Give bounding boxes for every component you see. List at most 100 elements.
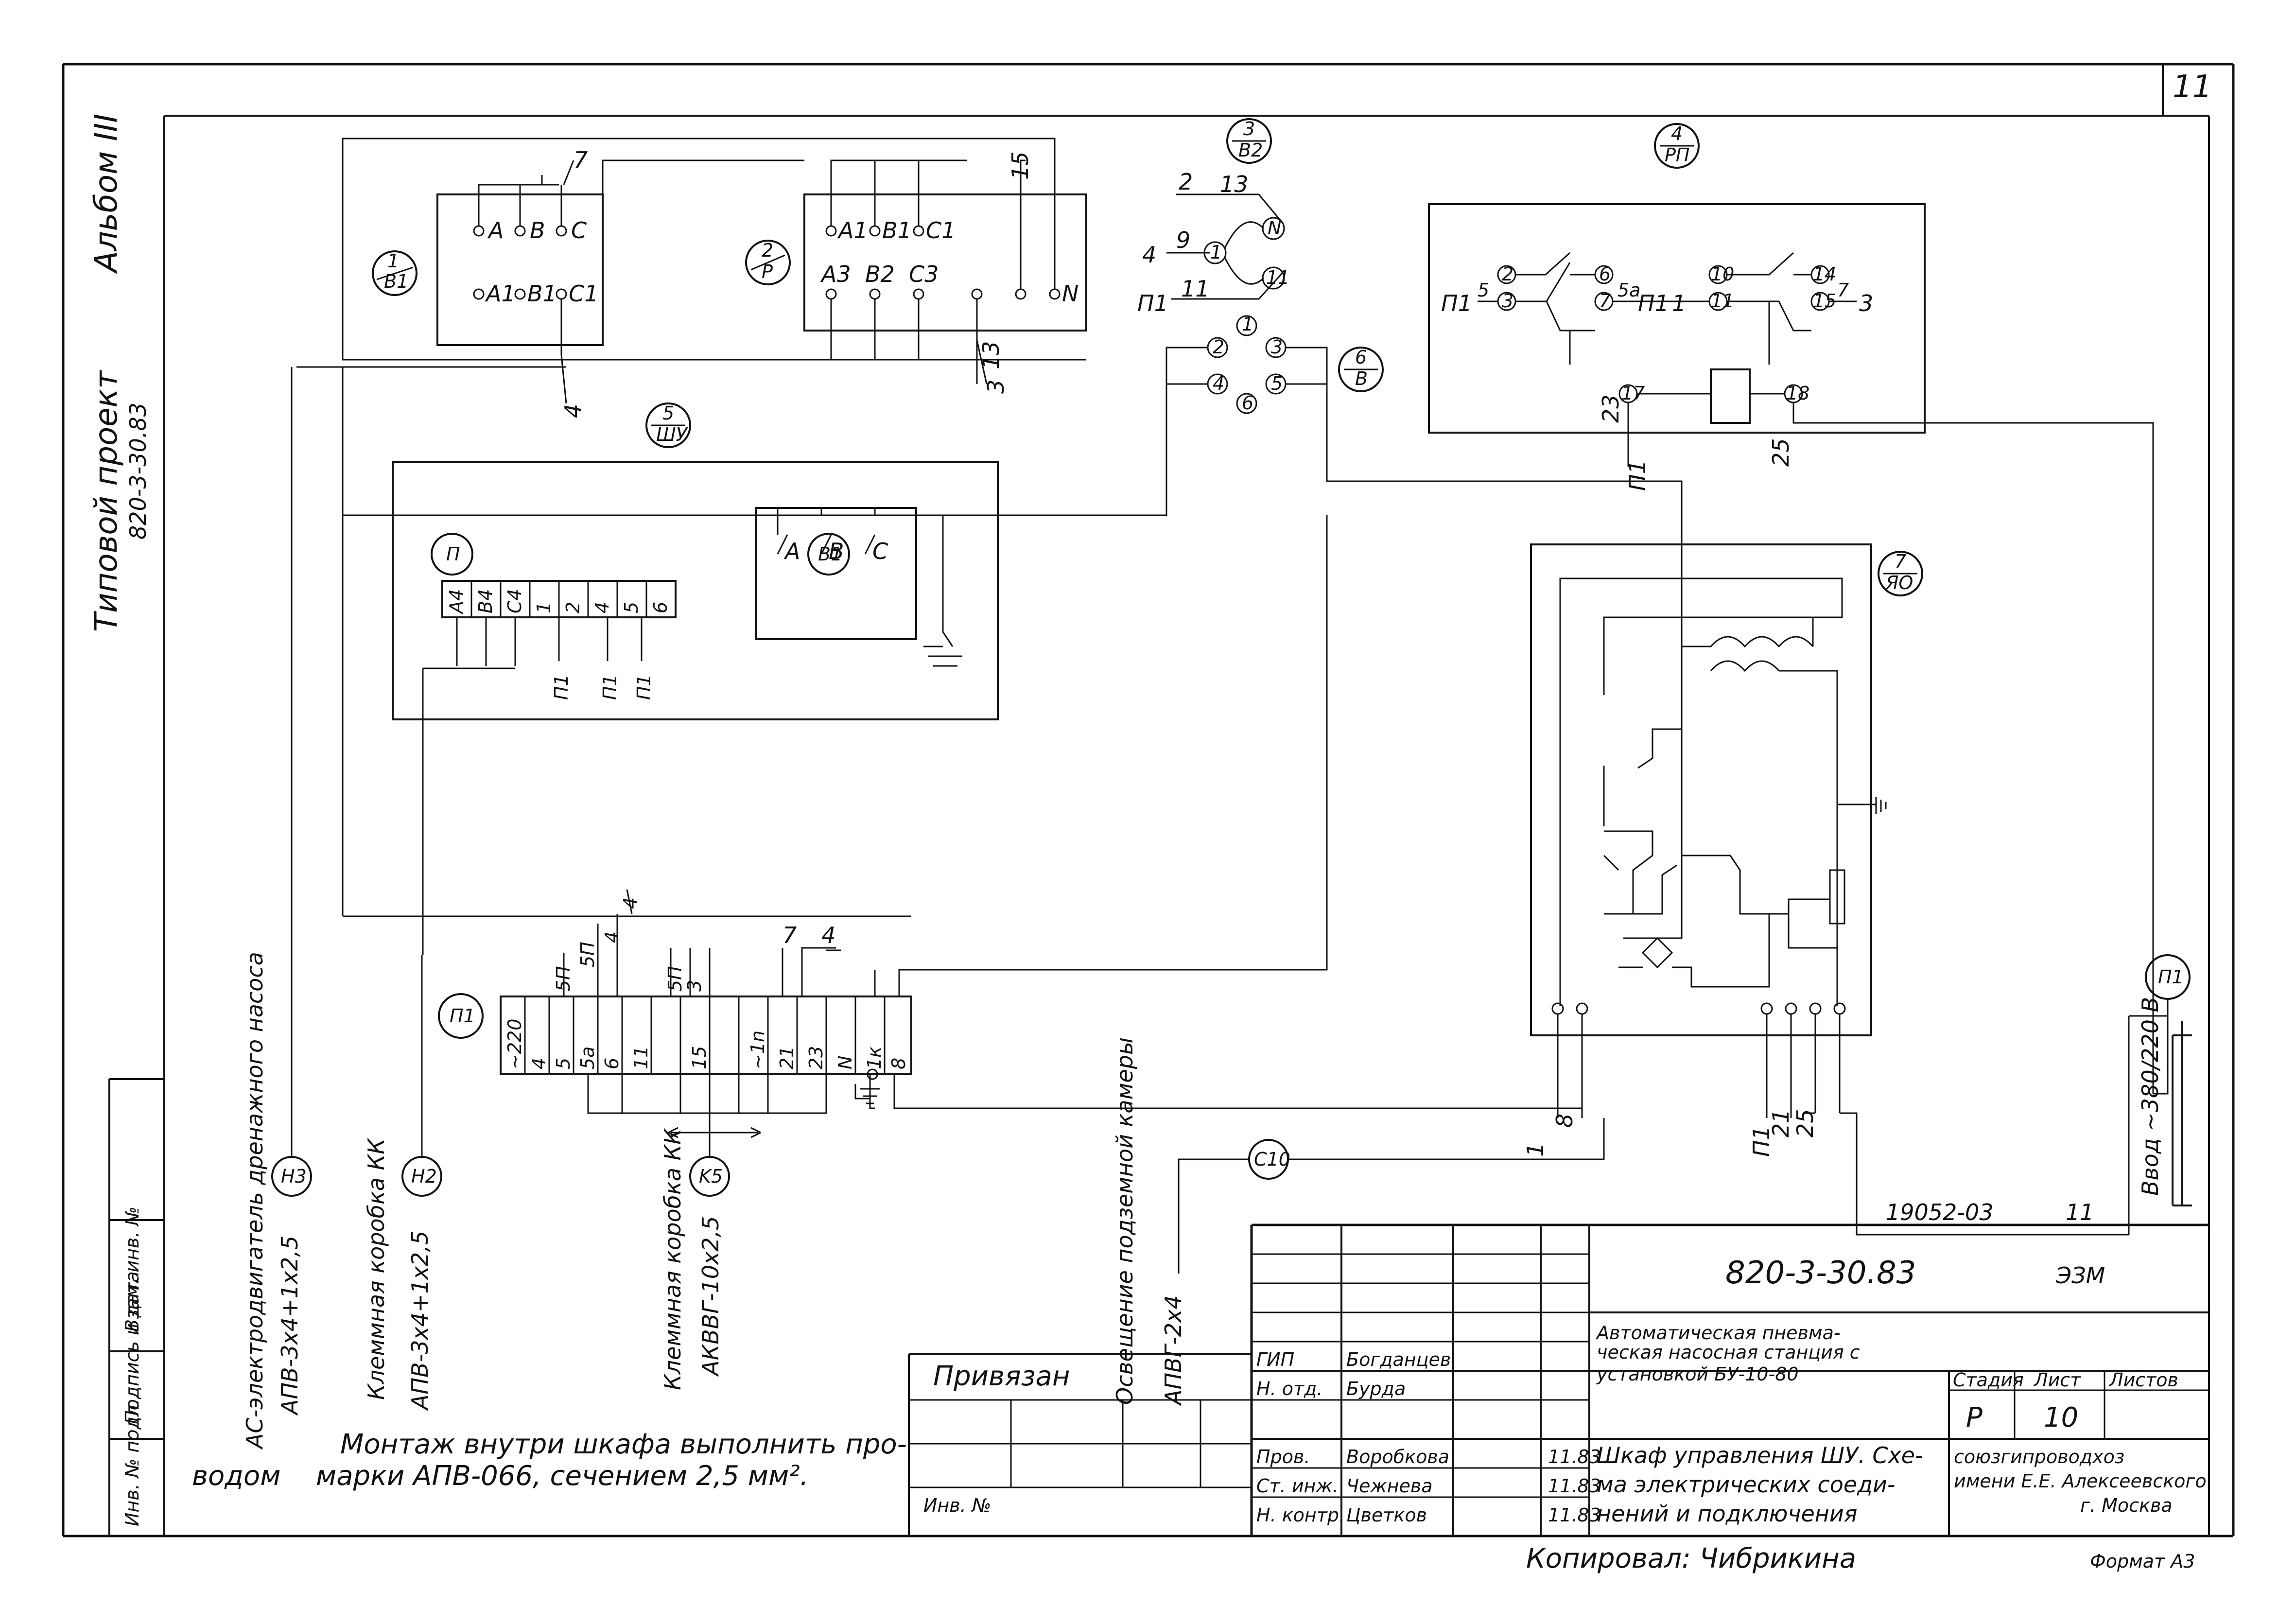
b-term-5: 5 [1271, 373, 1283, 394]
tr-wire-8: 8 [1551, 1114, 1578, 1128]
p-code: P [762, 261, 773, 282]
device-b [343, 315, 1683, 939]
pw-code: П [446, 543, 460, 565]
k1-top-5p-b: 5П [577, 942, 598, 967]
name-prov: Воробкова [1346, 1446, 1449, 1467]
tr-wire-1: 1 [1522, 1143, 1548, 1157]
cable-h3-type: АПВ-3х4+1х2,5 [277, 1236, 303, 1416]
p-term-b1: B1 [882, 217, 912, 244]
stage-header: Стадия [1953, 1369, 2024, 1391]
title1-line3: установкой БУ-10-80 [1596, 1363, 1799, 1385]
cable-h3-name: АС-электродвигатель дренажного насоса [242, 952, 268, 1450]
k1-top-5p-c: 5П [664, 966, 686, 992]
b-term-1: 1 [1242, 314, 1253, 335]
cable-c10-name: Освещение подземной камеры [1112, 1037, 1138, 1405]
cable-c10-type: АПВГ-2х4 [1160, 1295, 1186, 1406]
b1-wire-4: 4 [560, 404, 586, 418]
doc-suffix: ЭЗМ [2055, 1262, 2105, 1289]
org-line1: союзгипроводхоз [1954, 1446, 2124, 1467]
rp-term-10: 10 [1711, 263, 1734, 285]
cable-k5-tag: K5 [699, 1166, 723, 1187]
b-term-3: 3 [1271, 336, 1283, 358]
rp-wire-23: 23 [1598, 394, 1624, 423]
b1-term-a1: A1 [485, 280, 516, 307]
tb-term-b4: B4 [475, 589, 496, 613]
k1-term-1n: ~1n [747, 1031, 768, 1069]
role-prov: Пров. [1256, 1446, 1310, 1467]
title2-line2: ма электрических соеди- [1597, 1471, 1895, 1498]
rp-wire-25: 25 [1768, 438, 1794, 467]
device-transformer [1530, 543, 2129, 1236]
rp-num: 4 [1671, 123, 1683, 144]
rp-term-2: 2 [1502, 263, 1513, 285]
rp-term-6: 6 [1599, 263, 1611, 285]
b1-term-a: A [487, 217, 504, 244]
k1-top-4-c: 4 [821, 922, 835, 948]
wire-left-bus [296, 360, 343, 916]
tb-term-2: 2 [562, 602, 584, 613]
name-otd: Бурда [1346, 1378, 1406, 1399]
project-type-label: Типовой проект [88, 370, 124, 632]
tb-wire-p1-a: П1 [551, 674, 572, 700]
b1-term-b: B [530, 217, 545, 244]
role-otd: Н. отд. [1256, 1378, 1322, 1399]
k1-term-n: N [835, 1056, 856, 1069]
tb-wire-p1-b: П1 [599, 674, 621, 700]
p-wire-3: 3 [983, 380, 1009, 394]
title1-line2: ческая насосная станция с [1597, 1342, 1860, 1363]
title2-line3: нений и подключения [1597, 1501, 1857, 1527]
sch-code: ШУ [656, 424, 689, 445]
role-inzh: Ст. инж. [1256, 1475, 1339, 1497]
tb-term-1: 1 [533, 602, 555, 613]
b1-wire-7: 7 [574, 147, 588, 173]
rp-wire-5: 5 [1478, 279, 1489, 301]
k1-term-220: ~220 [504, 1019, 525, 1069]
format-label: Формат А3 [2090, 1551, 2195, 1572]
tr-wire-21: 21 [1768, 1109, 1794, 1137]
cable-h2-tag: H2 [411, 1166, 437, 1187]
tb-term-6: 6 [650, 602, 671, 613]
cable-k5-type: АКВВГ-10х2,5 [697, 1216, 724, 1377]
page-number: 11 [2173, 69, 2212, 105]
p-term-c1: C1 [926, 217, 956, 244]
title1-line1: Автоматическая пневма- [1595, 1322, 1841, 1344]
note-line1: Монтаж внутри шкафа выполнить про- [340, 1429, 907, 1460]
k1-term-8: 8 [888, 1058, 909, 1069]
b-term-2: 2 [1213, 336, 1224, 358]
tb-term-5: 5 [621, 602, 642, 613]
rp-wire-1: 1 [1672, 290, 1686, 316]
strip-sign: Подпись и дата [122, 1271, 143, 1424]
p-term-a3: A3 [820, 261, 851, 287]
b2-wire-4: 4 [1142, 242, 1156, 268]
tr-wire-p1: П1 [1748, 1126, 1774, 1157]
org-line3: г. Москва [2080, 1495, 2173, 1516]
project-code-side: 820-3-30.83 [125, 402, 151, 540]
doc-ref-sheet: 11 [2066, 1199, 2094, 1225]
tb-wire-p1-c: П1 [633, 674, 655, 700]
org-line2: имени Е.Е. Алексеевского [1954, 1470, 2207, 1492]
rp-term-11: 11 [1711, 290, 1734, 312]
k1-term-23: 23 [805, 1046, 827, 1069]
doc-number: 820-3-30.83 [1725, 1255, 1916, 1291]
note-line2-b: марки АПВ-066, сечением 2,5 мм². [316, 1460, 809, 1492]
strip-inv: Инв. № подл. [122, 1399, 143, 1526]
sheet-value: 10 [2044, 1402, 2078, 1433]
b1-num: 1 [387, 250, 399, 272]
name-gip: Богданцев [1346, 1349, 1451, 1370]
k1-top-5p-a: 5П [553, 966, 574, 992]
p-term-c3: C3 [909, 261, 939, 287]
date-1: 11.83 [1548, 1446, 1601, 1467]
k1-top-3: 3 [684, 980, 705, 992]
b1-term-c: C [571, 217, 587, 244]
ground-symbol [867, 1068, 878, 1080]
k1-top-7: 7 [783, 922, 797, 948]
b2-wire-2: 2 [1179, 169, 1193, 195]
b2-wire-13: 13 [1220, 171, 1249, 197]
k1-term-5a: 5а [577, 1047, 598, 1069]
b2-wire-11: 11 [1181, 276, 1210, 302]
b1i-term-a: A [783, 538, 800, 564]
p-wire-13: 13 [978, 341, 1004, 369]
b1i-term-c: C [872, 538, 888, 564]
k1-term-4: 4 [528, 1058, 550, 1069]
